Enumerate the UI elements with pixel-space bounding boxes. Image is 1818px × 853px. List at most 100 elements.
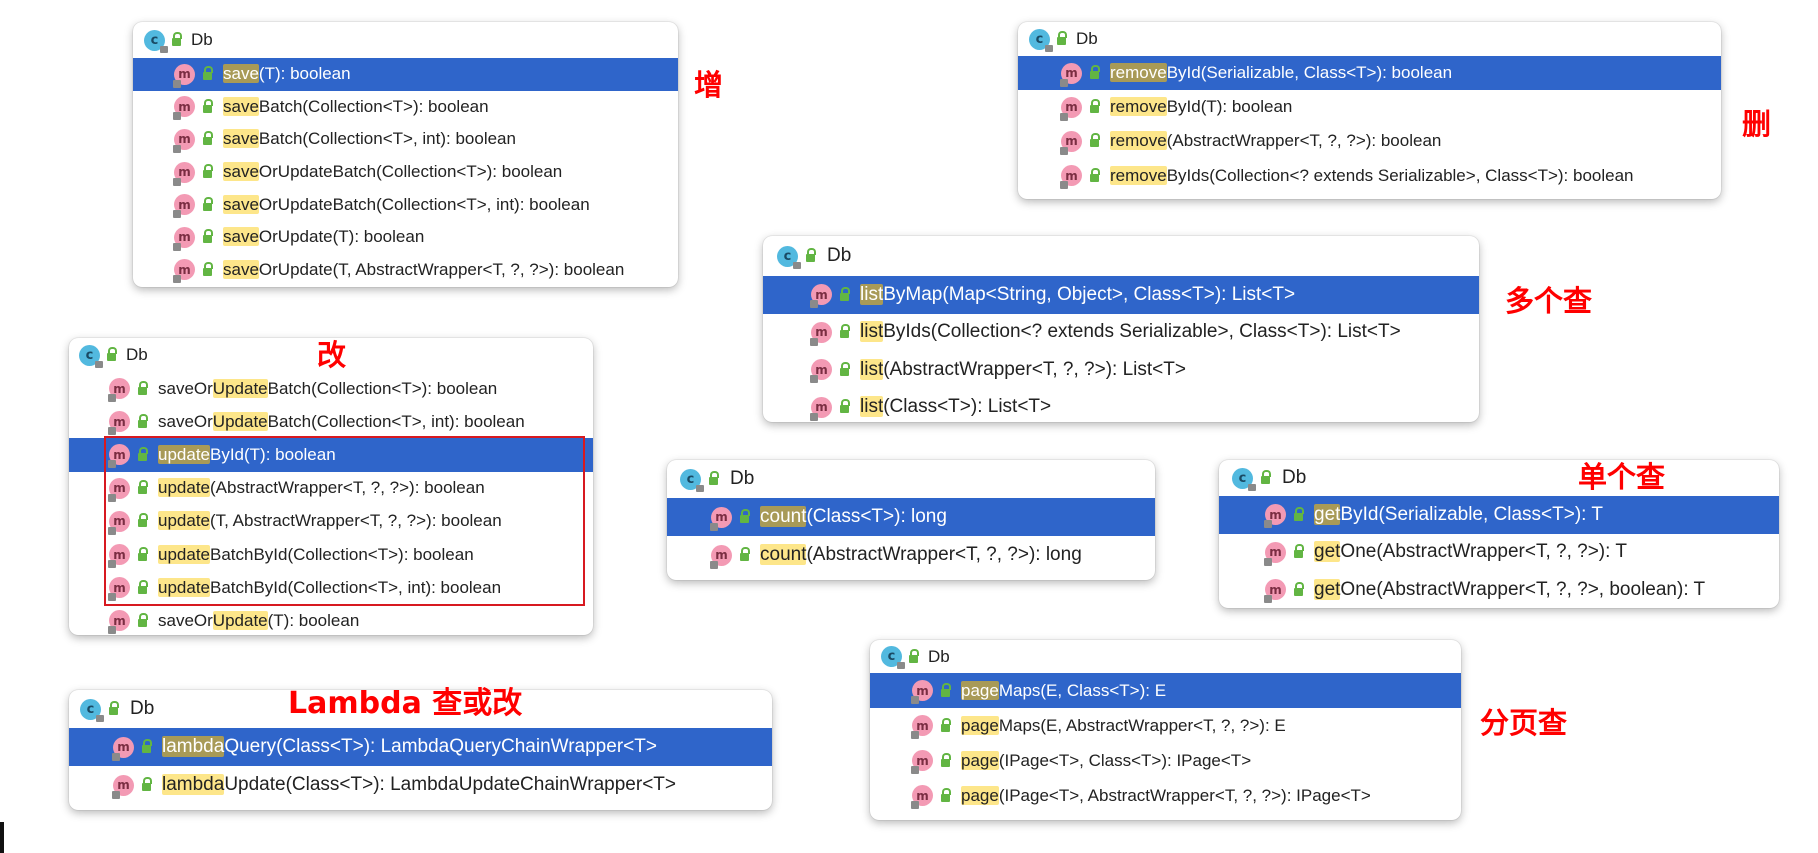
matched-prefix-highlight: save (223, 259, 259, 279)
method-signature: lambdaQuery(Class<T>): LambdaQueryChainW… (162, 736, 657, 758)
public-lock-icon (740, 547, 750, 561)
method-m-icon: m (173, 128, 195, 153)
completion-item[interactable]: m getOne(AbstractWrapper<T, ?, ?>): T (1219, 534, 1779, 572)
method-m-icon: m (911, 785, 933, 809)
method-signature: page(IPage<T>, Class<T>): IPage<T> (961, 750, 1252, 771)
method-m-icon: m (1264, 541, 1286, 566)
method-signature: update(T, AbstractWrapper<T, ?, ?>): boo… (158, 511, 502, 531)
method-m-icon: m (112, 736, 134, 761)
method-prefix: saveOr (158, 610, 213, 630)
public-lock-icon (709, 471, 719, 485)
public-lock-icon (172, 32, 182, 46)
completion-item[interactable]: m saveOrUpdate(T): boolean (133, 221, 678, 254)
method-m-icon: m (1264, 504, 1286, 529)
method-m-icon: m (108, 444, 130, 469)
method-rest: (IPage<T>, Class<T>): IPage<T> (998, 750, 1252, 770)
public-lock-icon (1090, 99, 1100, 114)
method-m-icon: m (173, 63, 195, 88)
popup-header: c Db (1219, 460, 1779, 496)
method-prefix: saveOr (158, 411, 213, 431)
method-rest: Query(Class<T>): LambdaQueryChainWrapper… (224, 736, 657, 757)
method-m-icon: m (710, 506, 732, 531)
popup-header: c Db (69, 338, 593, 372)
method-rest: ById(T): boolean (210, 444, 336, 464)
public-lock-icon (203, 164, 213, 179)
method-m-icon: m (173, 226, 195, 251)
matched-prefix-highlight: get (1314, 503, 1341, 525)
matched-prefix-highlight: list (860, 283, 884, 305)
completion-item[interactable]: m lambdaQuery(Class<T>): LambdaQueryChain… (69, 728, 772, 766)
public-lock-icon (1057, 31, 1067, 45)
public-lock-icon (203, 261, 213, 276)
matched-prefix-highlight: remove (1110, 131, 1167, 151)
public-lock-icon (1090, 65, 1100, 80)
public-lock-icon (142, 739, 152, 753)
popup-header: c Db (667, 460, 1155, 498)
class-name: Db (827, 245, 852, 266)
popup-header: c Db (763, 236, 1479, 276)
class-c-icon: c (80, 698, 104, 722)
method-m-icon: m (1060, 165, 1082, 190)
matched-prefix-highlight: list (860, 358, 884, 380)
public-lock-icon (1294, 581, 1304, 596)
method-m-icon: m (173, 194, 195, 219)
method-m-icon: m (108, 477, 130, 502)
completion-item[interactable]: m saveOrUpdateBatch(Collection<T>, int): … (133, 188, 678, 221)
matched-prefix-highlight: page (961, 750, 999, 770)
method-rest: Batch(Collection<T>): boolean (258, 96, 489, 116)
method-rest: (T): boolean (267, 610, 360, 630)
method-rest: OrUpdate(T): boolean (258, 227, 425, 247)
matched-prefix-highlight: update (158, 511, 210, 531)
matched-prefix-highlight: Update (212, 411, 268, 431)
class-name: Db (191, 30, 213, 49)
method-signature: updateById(T): boolean (158, 444, 336, 465)
class-name: Db (130, 698, 155, 719)
method-m-icon: m (108, 411, 130, 436)
matched-prefix-highlight: save (223, 227, 259, 247)
completion-item[interactable]: m updateById(T): boolean (69, 438, 593, 472)
method-rest: Maps(E, AbstractWrapper<T, ?, ?>): E (998, 715, 1286, 735)
matched-prefix-highlight: save (223, 194, 259, 214)
public-lock-icon (203, 229, 213, 244)
public-lock-icon (203, 196, 213, 211)
method-signature: getOne(AbstractWrapper<T, ?, ?>): T (1314, 541, 1627, 563)
public-lock-icon (1090, 133, 1100, 148)
method-rest: OrUpdateBatch(Collection<T>, int): boole… (258, 194, 590, 214)
